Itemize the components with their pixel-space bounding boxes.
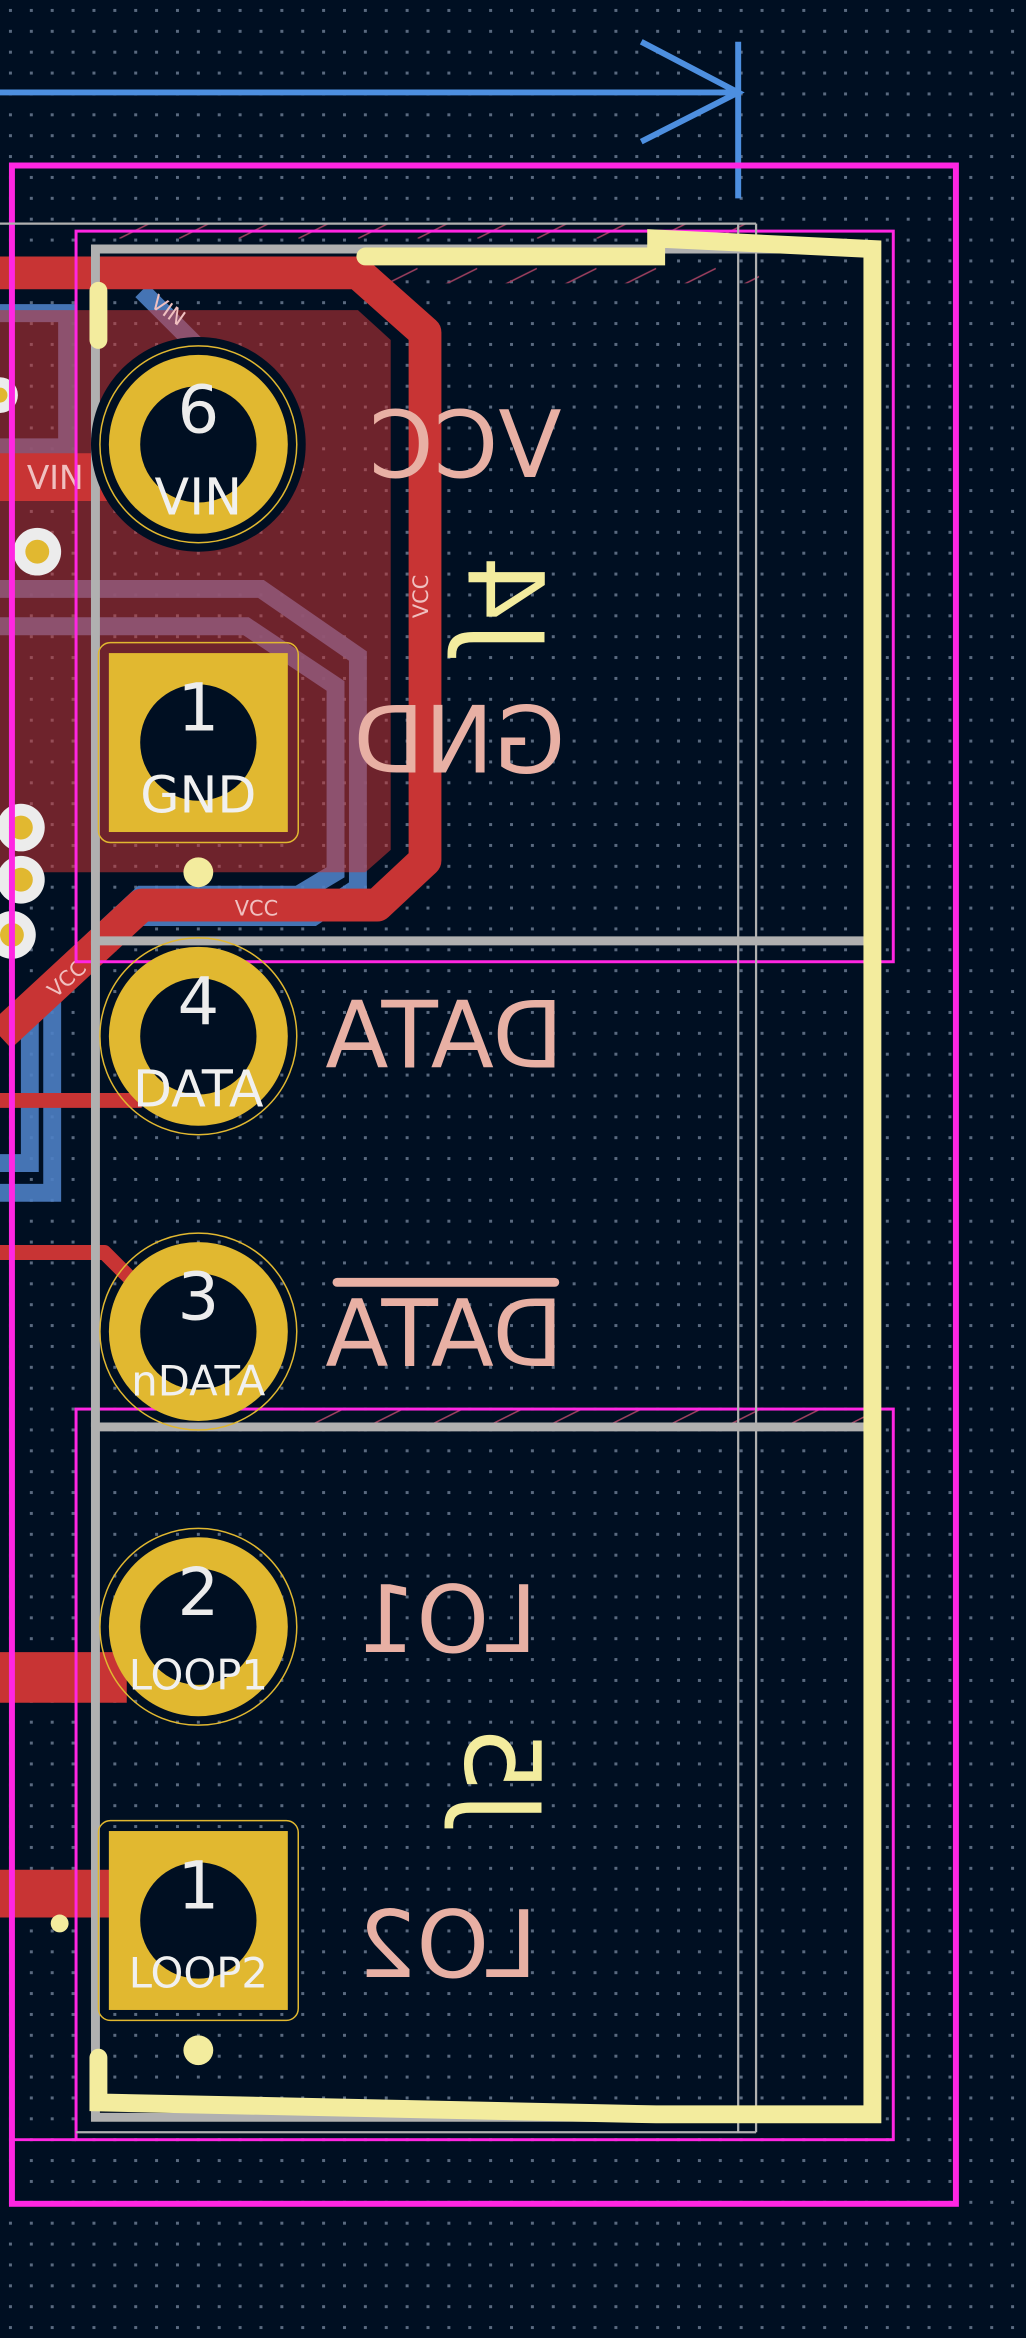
pad-number: 1 — [177, 671, 219, 747]
pad-j5-2[interactable]: 2 LOOP1 — [99, 1527, 298, 1726]
pad-number: 2 — [177, 1555, 219, 1631]
pad-number: 6 — [177, 372, 219, 448]
silk-label-ndata: DATA — [325, 1280, 563, 1388]
board-courtyard — [8, 162, 959, 2207]
pad-net: nDATA — [131, 1357, 265, 1406]
pin1-marker — [183, 2035, 214, 2066]
dimension-line[interactable] — [0, 39, 745, 199]
pad-net: DATA — [133, 1059, 264, 1118]
pad-j4-1[interactable]: 1 GND — [97, 641, 300, 844]
j4-courtyard — [74, 229, 895, 964]
pin1-marker — [50, 1914, 69, 1933]
pad-net: GND — [140, 766, 256, 825]
pad-net: LOOP2 — [129, 1949, 268, 1998]
reference-j4: J4 — [443, 555, 565, 658]
pad-j4-3[interactable]: 3 nDATA — [99, 1232, 298, 1431]
trace-label-vcc: VCC — [409, 575, 433, 618]
pad-j5-1[interactable]: 1 LOOP2 — [97, 1819, 300, 2022]
silk-label-lo2: LO2 — [357, 1891, 537, 1999]
pad-j4-4[interactable]: 4 DATA — [99, 937, 298, 1136]
pad-net: VIN — [155, 467, 243, 526]
pad-net: LOOP1 — [129, 1650, 268, 1699]
silkscreen-outline — [89, 229, 882, 2124]
pin1-marker — [183, 857, 214, 888]
silk-label-lo1: LO1 — [357, 1566, 537, 1674]
silk-label-data: DATA — [325, 982, 563, 1090]
j5-courtyard — [74, 1407, 895, 2142]
pad-number: 1 — [177, 1849, 219, 1925]
silk-label-gnd: GND — [353, 686, 565, 794]
reference-j5: J5 — [440, 1726, 562, 1829]
pad-number: 4 — [177, 964, 219, 1040]
trace-label-vin: VIN — [27, 459, 84, 497]
pad-number: 3 — [177, 1260, 219, 1336]
trace-label-vcc: VCC — [235, 897, 278, 921]
pad-j4-6[interactable]: 6 VIN — [90, 336, 306, 552]
silk-label-vcc: VCC — [369, 391, 561, 499]
